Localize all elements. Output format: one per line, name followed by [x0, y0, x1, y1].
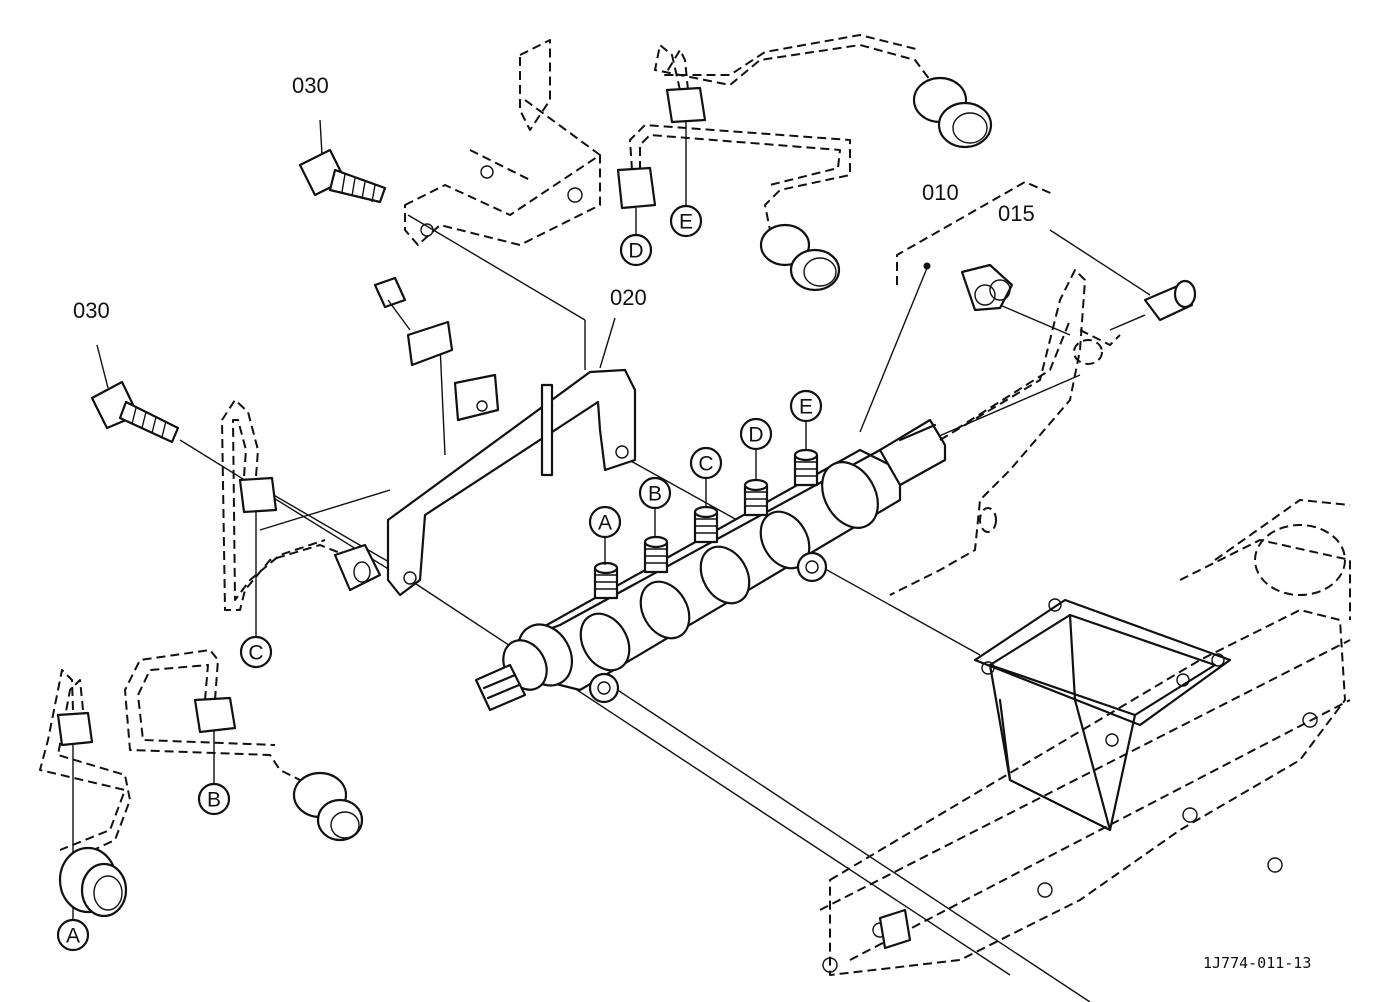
label-030-left: 030: [73, 298, 110, 323]
svg-text:A: A: [598, 512, 612, 535]
svg-text:E: E: [799, 396, 813, 419]
rail-outlet-e: [793, 448, 819, 487]
engine-block-outline: [819, 499, 1351, 976]
injection-pipe-b: [124, 649, 364, 842]
upper-bracket: [404, 39, 601, 246]
circle-label-rail-d: D: [739, 417, 773, 480]
svg-text:C: C: [698, 453, 713, 476]
injection-pipe-c: [221, 399, 382, 611]
pipe-clip: [373, 276, 500, 422]
circle-label-pipe-d: D: [619, 208, 653, 267]
reference-code: 1J774-011-13: [1203, 954, 1311, 972]
banjo-bolt-015: [960, 263, 1197, 322]
svg-text:A: A: [66, 925, 80, 948]
circle-label-pipe-e: E: [669, 122, 703, 238]
svg-text:E: E: [679, 211, 693, 234]
injection-pipe-a: [39, 669, 131, 918]
label-020: 020: [610, 285, 647, 310]
svg-text:D: D: [628, 240, 643, 263]
label-015: 015: [998, 201, 1035, 226]
injection-pipe-e: [654, 34, 993, 149]
injection-pipe-d: [616, 124, 851, 292]
rail-outlet-c: [693, 505, 719, 544]
cover-plate: [973, 598, 1232, 832]
bolt-030-top: [298, 148, 387, 204]
circle-label-pipe-b: B: [197, 782, 231, 816]
svg-text:D: D: [748, 424, 763, 447]
circle-label-rail-e: E: [789, 389, 823, 450]
circle-label-pipe-c: C: [239, 512, 273, 669]
svg-text:C: C: [248, 642, 263, 665]
rail-outlet-b: [643, 535, 669, 574]
rail-bracket: [386, 368, 637, 597]
assembly-010-bracket: [896, 181, 1056, 285]
circle-label-rail-b: B: [638, 476, 672, 538]
label-010: 010: [922, 180, 959, 205]
circle-label-rail-c: C: [689, 446, 723, 508]
bolt-030-left: [90, 380, 180, 444]
circle-label-rail-a: A: [588, 505, 622, 565]
return-line: [889, 269, 1121, 596]
svg-text:B: B: [207, 789, 221, 812]
fuel-rail: [474, 418, 947, 712]
rail-outlet-a: [593, 561, 619, 600]
rail-outlet-d: [743, 478, 769, 517]
svg-text:B: B: [648, 483, 662, 506]
circle-label-pipe-a: A: [56, 918, 90, 952]
assembly-010-dot: [923, 262, 931, 270]
label-030-top: 030: [292, 73, 329, 98]
